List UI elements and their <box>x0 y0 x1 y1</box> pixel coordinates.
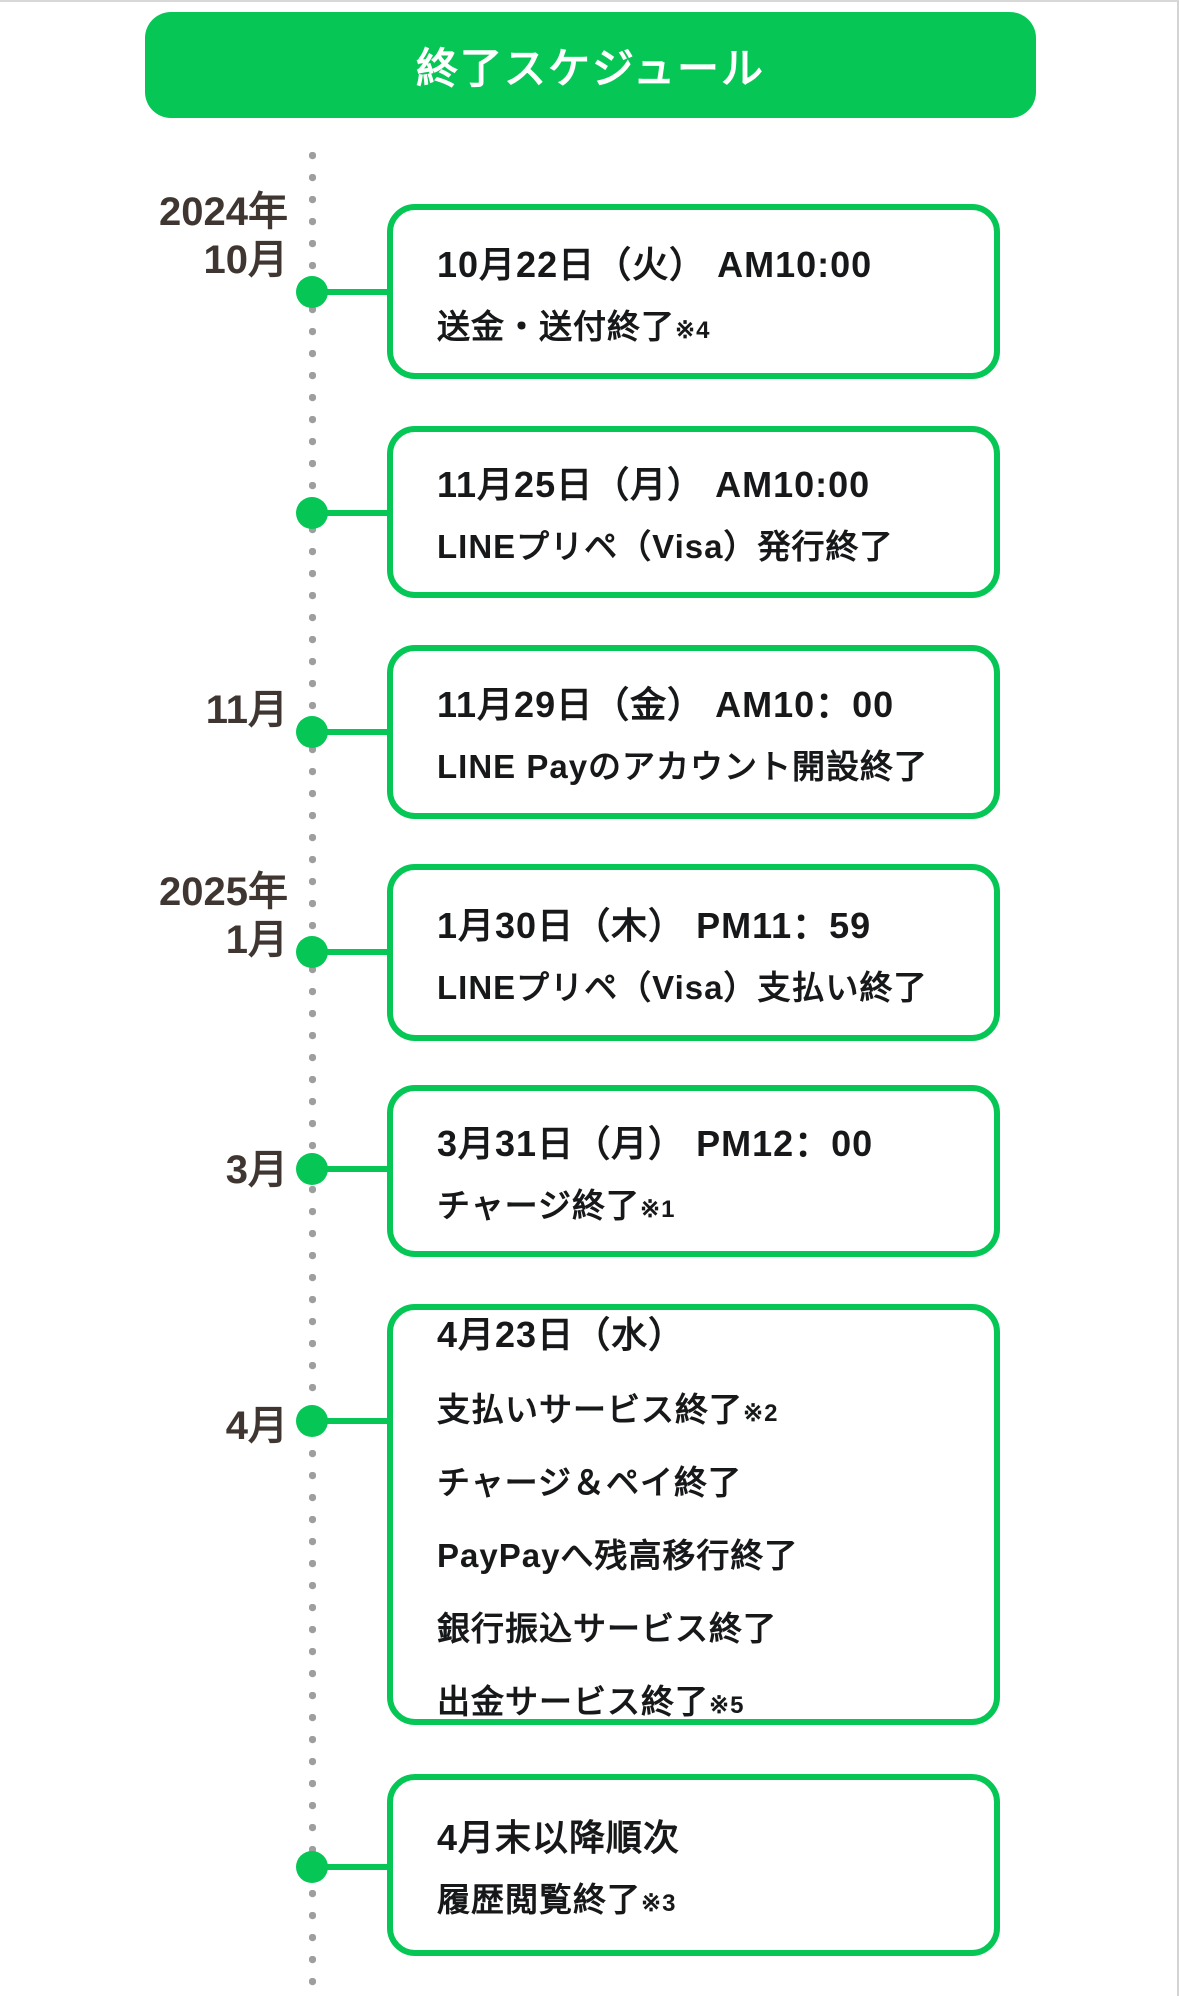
event-date: 10月22日（火） AM10:00 <box>437 243 873 285</box>
event-date: 1月30日（木） PM11：59 <box>437 904 872 946</box>
event-text: 出金サービス終了 <box>437 1683 709 1720</box>
timeline-connector <box>312 1166 392 1172</box>
event-card: 3月31日（月） PM12：00 チャージ終了※1 <box>387 1085 1000 1257</box>
event-card: 1月30日（木） PM11：59 LINEプリペ（Visa）支払い終了 <box>387 864 1000 1041</box>
event-card: 10月22日（火） AM10:00 送金・送付終了※4 <box>387 204 1000 379</box>
event-card: 11月25日（月） AM10:00 LINEプリペ（Visa）発行終了 <box>387 426 1000 598</box>
timeline-dot <box>296 716 328 748</box>
timeline-connector <box>312 729 392 735</box>
header-pill: 終了スケジュール <box>145 12 1036 118</box>
timeline-dotted-line <box>309 152 316 1987</box>
timeline-label-3: 3月 <box>48 1146 288 1194</box>
timeline-label-line: 2024年 <box>159 190 288 234</box>
event-date: 3月31日（月） PM12：00 <box>437 1123 874 1164</box>
timeline-label-line: 1月 <box>225 918 288 962</box>
timeline-dot <box>296 1405 328 1437</box>
event-date: 4月末以降順次 <box>437 1817 681 1858</box>
timeline-label-line: 2025年 <box>159 870 288 914</box>
event-text: PayPayへ残高移行終了 <box>437 1537 799 1574</box>
timeline-label-2025-1: 2025年 1月 <box>48 868 288 964</box>
timeline-dot <box>296 497 328 529</box>
event-description: LINEプリペ（Visa）支払い終了 <box>437 961 964 1009</box>
event-description: LINEプリペ（Visa）発行終了 <box>437 520 964 568</box>
event-description: PayPayへ残高移行終了 <box>437 1529 964 1577</box>
event-description: LINE Payのアカウント開設終了 <box>437 740 964 788</box>
event-text: チャージ終了 <box>437 1187 641 1224</box>
footnote-ref: ※5 <box>709 1692 745 1719</box>
event-text: チャージ＆ペイ終了 <box>437 1464 743 1501</box>
timeline-label-11: 11月 <box>48 686 288 734</box>
event-description: 送金・送付終了※4 <box>437 300 964 348</box>
event-text: 銀行振込サービス終了 <box>437 1610 777 1647</box>
footnote-ref: ※1 <box>640 1196 676 1223</box>
timeline-connector <box>312 289 392 295</box>
event-card: 4月末以降順次 履歴閲覧終了※3 <box>387 1774 1000 1956</box>
timeline-connector <box>312 1418 392 1424</box>
timeline-connector <box>312 1864 392 1870</box>
footnote-ref: ※3 <box>641 1890 677 1917</box>
event-card: 11月29日（金） AM10：00 LINE Payのアカウント開設終了 <box>387 645 1000 819</box>
timeline-label-4: 4月 <box>48 1402 288 1450</box>
timeline-connector <box>312 510 392 516</box>
event-date: 4月23日（水） <box>437 1314 686 1355</box>
event-description: 履歴閲覧終了※3 <box>437 1873 964 1921</box>
event-description: 銀行振込サービス終了 <box>437 1602 964 1650</box>
event-text: 履歴閲覧終了 <box>437 1881 641 1918</box>
event-text: LINEプリペ（Visa）発行終了 <box>437 528 894 565</box>
event-text: 支払いサービス終了 <box>437 1391 743 1428</box>
event-description: 出金サービス終了※5 <box>437 1675 964 1723</box>
timeline-label-line: 4月 <box>225 1404 288 1448</box>
event-description: チャージ終了※1 <box>437 1179 964 1227</box>
footnote-ref: ※4 <box>675 316 711 344</box>
timeline-dot <box>296 276 328 308</box>
event-description: 支払いサービス終了※2 <box>437 1383 964 1431</box>
timeline-dot <box>296 936 328 968</box>
event-date: 11月29日（金） AM10：00 <box>437 684 895 725</box>
timeline-label-line: 3月 <box>225 1148 288 1192</box>
timeline-label-line: 10月 <box>203 238 289 282</box>
timeline-connector <box>312 949 392 955</box>
footnote-ref: ※2 <box>743 1400 779 1427</box>
event-date: 11月25日（月） AM10:00 <box>437 464 871 505</box>
timeline-label-line: 11月 <box>205 688 288 732</box>
event-text: 送金・送付終了 <box>437 307 675 345</box>
event-text: LINE Payのアカウント開設終了 <box>437 748 929 785</box>
event-card: 4月23日（水） 支払いサービス終了※2 チャージ＆ペイ終了 PayPayへ残高… <box>387 1304 1000 1725</box>
timeline-dot <box>296 1851 328 1883</box>
timeline-label-2024-10: 2024年 10月 <box>48 188 288 284</box>
timeline-dot <box>296 1153 328 1185</box>
event-description: チャージ＆ペイ終了 <box>437 1456 964 1504</box>
event-text: LINEプリペ（Visa）支払い終了 <box>437 968 928 1006</box>
page-title: 終了スケジュール <box>415 44 766 92</box>
